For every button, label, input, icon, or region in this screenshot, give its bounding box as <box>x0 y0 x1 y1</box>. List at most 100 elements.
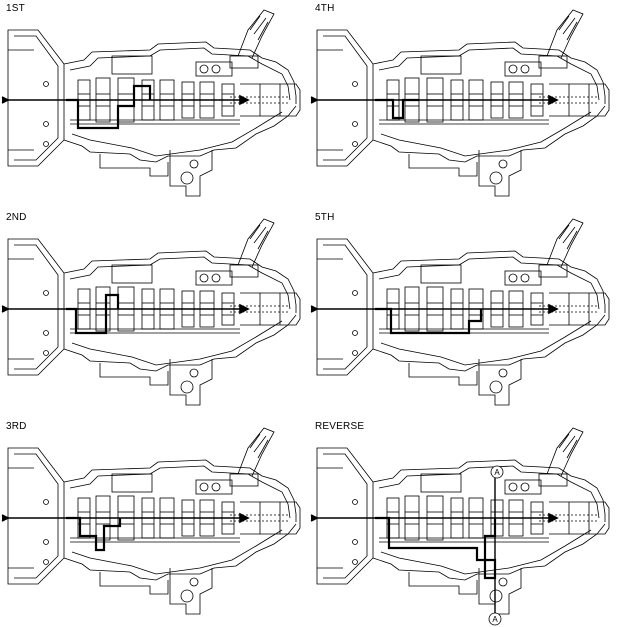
power-flow-path-4th <box>375 98 419 120</box>
bolt <box>352 499 358 505</box>
transmission-drawing-2nd <box>1 218 301 406</box>
callout-a-top: A <box>490 465 504 479</box>
callout-a-top-circle <box>490 465 504 479</box>
callout-a-bottom-circle <box>488 612 502 626</box>
main-case-top <box>372 459 606 522</box>
transmission-housing <box>316 218 610 406</box>
oil-pan <box>99 572 169 595</box>
main-case-bottom <box>372 105 606 163</box>
shaft-arrow <box>239 94 250 106</box>
input-arrow <box>310 305 319 313</box>
callout-a-bottom: A <box>488 612 502 626</box>
extension-housing <box>240 501 301 535</box>
bolt <box>43 499 49 505</box>
bolt <box>43 141 49 147</box>
bolt <box>43 539 49 545</box>
bolt <box>352 539 358 545</box>
panel-2nd: 2ND <box>0 209 309 418</box>
bell-housing-inner <box>323 244 368 370</box>
extension-housing <box>549 83 610 117</box>
transmission-housing <box>7 9 301 197</box>
main-case-top <box>372 250 606 313</box>
shift-lever <box>237 218 275 268</box>
oil-pan <box>408 363 478 386</box>
main-case-bottom <box>63 314 297 372</box>
shift-cover <box>420 55 462 75</box>
bolt <box>43 81 49 87</box>
oil-pan <box>408 572 478 595</box>
input-arrow <box>1 305 10 313</box>
main-case-top <box>63 41 297 104</box>
panel-4th: 4TH <box>309 0 618 209</box>
extension-housing <box>549 501 610 535</box>
extension-housing <box>240 292 301 326</box>
bolt <box>352 350 358 356</box>
main-case-top <box>63 459 297 522</box>
bell-housing-inner <box>323 35 368 161</box>
input-arrow <box>1 514 10 522</box>
transmission-housing <box>7 218 301 406</box>
power-flow-path-5th <box>375 307 483 335</box>
main-case-top <box>63 250 297 313</box>
bolt <box>352 81 358 87</box>
shaft-arrow <box>239 512 250 524</box>
power-flow-path-1st <box>66 84 152 130</box>
main-shaft <box>1 512 250 524</box>
bolt <box>43 330 49 336</box>
input-arrow <box>1 96 10 104</box>
lower-bracket <box>478 568 522 615</box>
panel-reverse: REVERSE A A <box>309 418 618 627</box>
power-flow-path-reverse <box>375 516 497 580</box>
bolt <box>352 330 358 336</box>
transmission-drawing-5th <box>310 218 610 406</box>
bolt <box>43 121 49 127</box>
oil-pan <box>99 154 169 177</box>
shift-lever <box>546 9 584 59</box>
shift-lever <box>546 427 584 477</box>
lower-bracket <box>478 150 522 197</box>
input-arrow <box>310 514 319 522</box>
panel-3rd: 3RD <box>0 418 309 627</box>
main-case-bottom <box>372 314 606 372</box>
bell-housing-inner <box>14 244 59 370</box>
transmission-drawing-4th <box>310 9 610 197</box>
bell-housing-inner <box>14 453 59 579</box>
main-shaft <box>310 512 559 524</box>
shift-cover <box>111 55 153 75</box>
main-shaft <box>310 94 559 106</box>
shaft-arrow <box>548 303 559 315</box>
shift-cover <box>420 264 462 284</box>
main-case-top <box>372 41 606 104</box>
panel-label-reverse: REVERSE <box>315 421 365 432</box>
main-case-bottom <box>372 523 606 581</box>
transmission-drawing-3rd <box>1 427 301 615</box>
main-shaft <box>1 94 250 106</box>
transmission-housing <box>316 9 610 197</box>
main-case-bottom <box>63 105 297 163</box>
power-flow-path-3rd <box>66 516 122 552</box>
shaft-arrow <box>548 512 559 524</box>
lower-bracket <box>169 359 213 406</box>
power-flow-path-2nd <box>66 293 120 335</box>
extension-housing <box>240 83 301 117</box>
shift-lever <box>546 218 584 268</box>
panel-label-3rd: 3RD <box>6 421 27 432</box>
shift-lever <box>237 427 275 477</box>
bolt <box>352 559 358 565</box>
panel-label-4th: 4TH <box>315 3 335 14</box>
bolt <box>352 290 358 296</box>
panel-5th: 5TH <box>309 209 618 418</box>
shift-cover <box>111 264 153 284</box>
oil-pan <box>408 154 478 177</box>
bell-housing-inner <box>323 453 368 579</box>
main-shaft <box>1 303 250 315</box>
shift-lever <box>237 9 275 59</box>
lower-bracket <box>169 150 213 197</box>
bolt <box>43 290 49 296</box>
lower-bracket <box>478 359 522 406</box>
bell-housing <box>316 29 374 167</box>
main-shaft <box>310 303 559 315</box>
bell-housing-inner <box>14 35 59 161</box>
bolt <box>43 350 49 356</box>
input-arrow <box>310 96 319 104</box>
